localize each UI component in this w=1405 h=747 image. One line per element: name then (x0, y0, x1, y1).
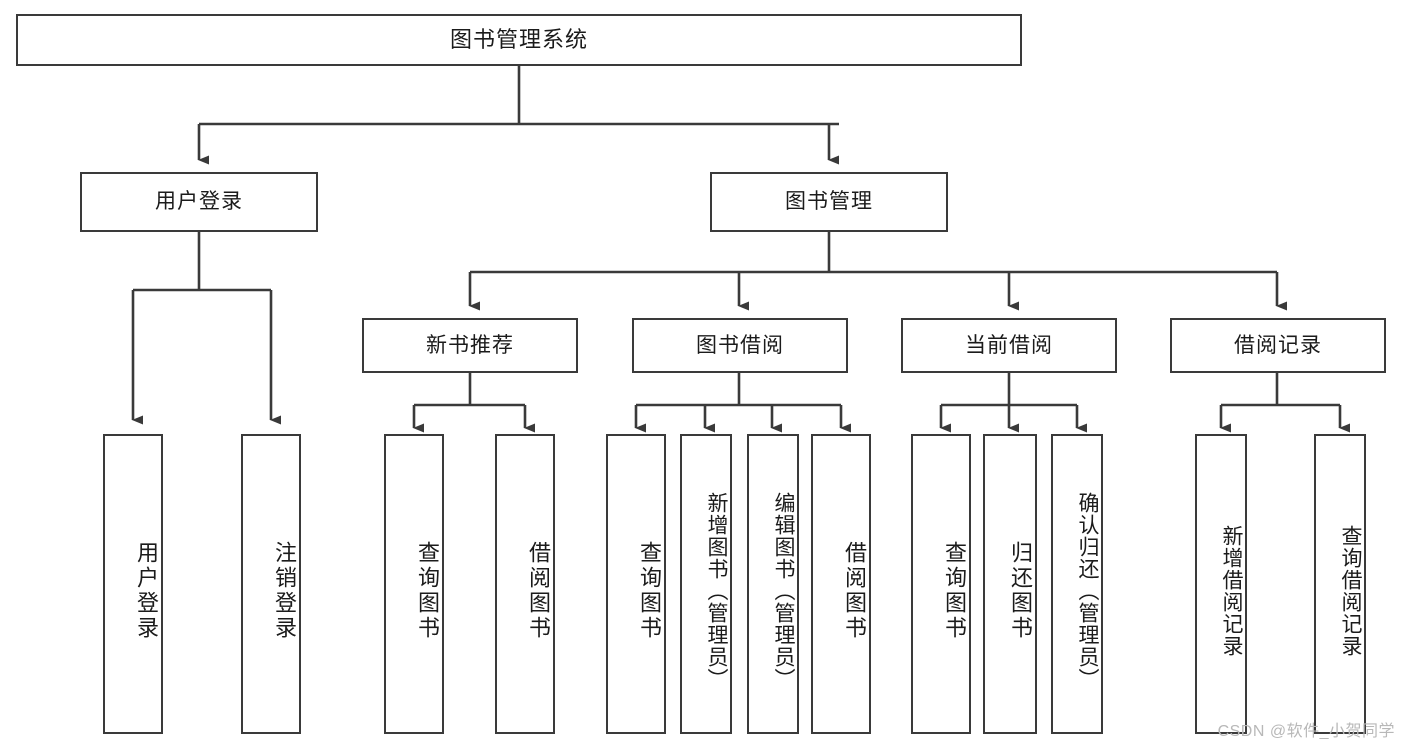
leaf-record-add-record[interactable]: 新增借阅记录 (1195, 434, 1247, 734)
leaf-record-query-record[interactable]: 查询借阅记录 (1314, 434, 1366, 734)
leaf-borrow-borrow-books[interactable]: 借阅图书 (811, 434, 871, 734)
leaf-borrow-add-book-admin[interactable]: 新增图书（管理员） (680, 434, 732, 734)
leaf-borrow-edit-book-admin[interactable]: 编辑图书（管理员） (747, 434, 799, 734)
node-root-system[interactable]: 图书管理系统 (16, 14, 1022, 66)
node-borrow-record[interactable]: 借阅记录 (1170, 318, 1386, 373)
leaf-current-return-books[interactable]: 归还图书 (983, 434, 1037, 734)
node-user-login[interactable]: 用户登录 (80, 172, 318, 232)
csdn-watermark: CSDN @软件_小贺同学 (1217, 723, 1395, 740)
leaf-newbook-query-books[interactable]: 查询图书 (384, 434, 444, 734)
leaf-user-login-signin[interactable]: 用户登录 (103, 434, 163, 734)
node-new-book-recommend[interactable]: 新书推荐 (362, 318, 578, 373)
node-current-borrow[interactable]: 当前借阅 (901, 318, 1117, 373)
node-book-borrow[interactable]: 图书借阅 (632, 318, 848, 373)
leaf-current-confirm-return-admin[interactable]: 确认归还（管理员） (1051, 434, 1103, 734)
leaf-user-login-signout[interactable]: 注销登录 (241, 434, 301, 734)
node-book-management[interactable]: 图书管理 (710, 172, 948, 232)
leaf-borrow-query-books[interactable]: 查询图书 (606, 434, 666, 734)
leaf-current-query-books[interactable]: 查询图书 (911, 434, 971, 734)
leaf-newbook-borrow-books[interactable]: 借阅图书 (495, 434, 555, 734)
